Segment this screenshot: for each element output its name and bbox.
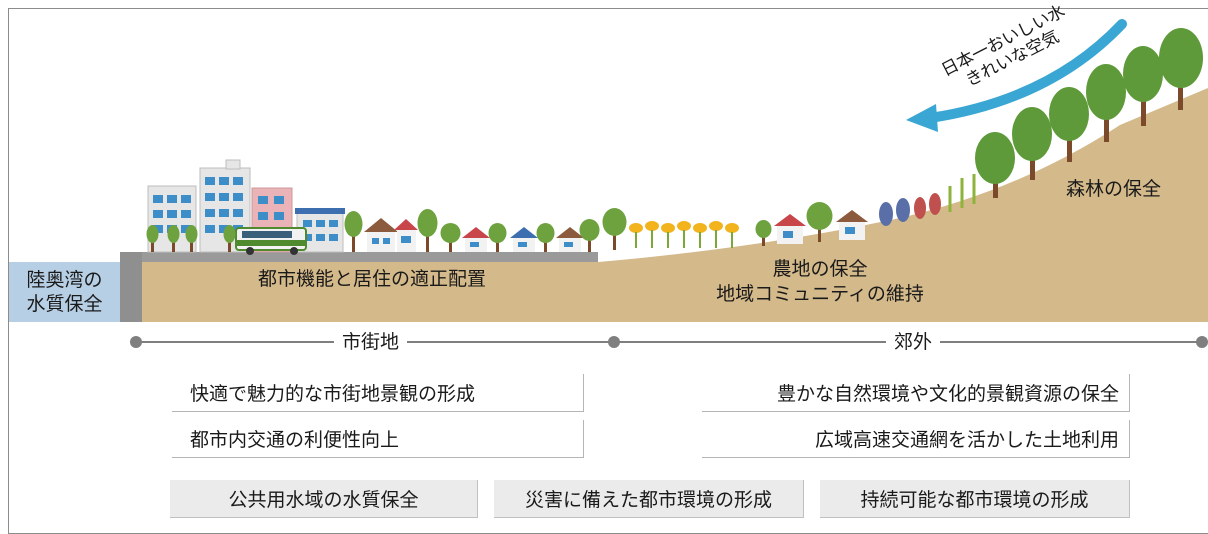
urban-function-label: 都市機能と居住の適正配置 <box>258 268 487 290</box>
axis-dot-right <box>1196 336 1208 348</box>
suburb-goal-text: 広域高速交通網を活かした土地利用 <box>814 429 1119 451</box>
houses <box>364 210 868 252</box>
axis-label-urban: 市街地 <box>334 330 408 354</box>
common-goal-box: 公共用水域の水質保全 <box>170 480 478 518</box>
urban-goal-text: 都市内交通の利便性向上 <box>190 429 400 451</box>
common-goal-text: 災害に備えた都市環境の形成 <box>524 489 772 511</box>
urban-goal-box: 都市内交通の利便性向上 <box>172 420 584 458</box>
urban-pavement <box>120 252 598 262</box>
urban-goal-box: 快適で魅力的な市街地景観の形成 <box>172 374 584 412</box>
common-goal-text: 持続可能な都市環境の形成 <box>860 489 1089 511</box>
bus-icon <box>235 227 307 255</box>
axis-dot-middle <box>608 336 620 348</box>
crops-icon <box>629 174 976 248</box>
urban-trees <box>146 202 833 252</box>
urban-goal-text: 快適で魅力的な市街地景観の形成 <box>190 383 476 405</box>
suburb-goal-text: 豊かな自然環境や文化的景観資源の保全 <box>776 383 1119 405</box>
bay-label-line2: 水質保全 <box>26 293 103 315</box>
bay-label-box: 陸奥湾の 水質保全 <box>9 262 120 322</box>
wind-arrow <box>925 19 1127 123</box>
farmland-label-line2: 地域コミュニティの維持 <box>716 283 924 305</box>
forest-label: 森林の保全 <box>1066 178 1162 200</box>
axis-dot-left <box>130 336 142 348</box>
common-goal-text: 公共用水域の水質保全 <box>228 489 419 511</box>
bay-label-line1: 陸奥湾の <box>26 269 103 291</box>
wind-arrowhead <box>906 104 938 132</box>
axis-label-suburb: 郊外 <box>886 330 941 354</box>
farmland-label-line1: 農地の保全 <box>772 258 868 280</box>
embankment <box>120 252 142 322</box>
common-goal-box: 持続可能な都市環境の形成 <box>820 480 1130 518</box>
suburb-goal-box: 広域高速交通網を活かした土地利用 <box>702 420 1130 458</box>
ground-terrain <box>120 88 1208 322</box>
suburb-goal-box: 豊かな自然環境や文化的景観資源の保全 <box>702 374 1130 412</box>
common-goal-box: 災害に備えた都市環境の形成 <box>494 480 804 518</box>
forest-trees <box>975 28 1203 198</box>
